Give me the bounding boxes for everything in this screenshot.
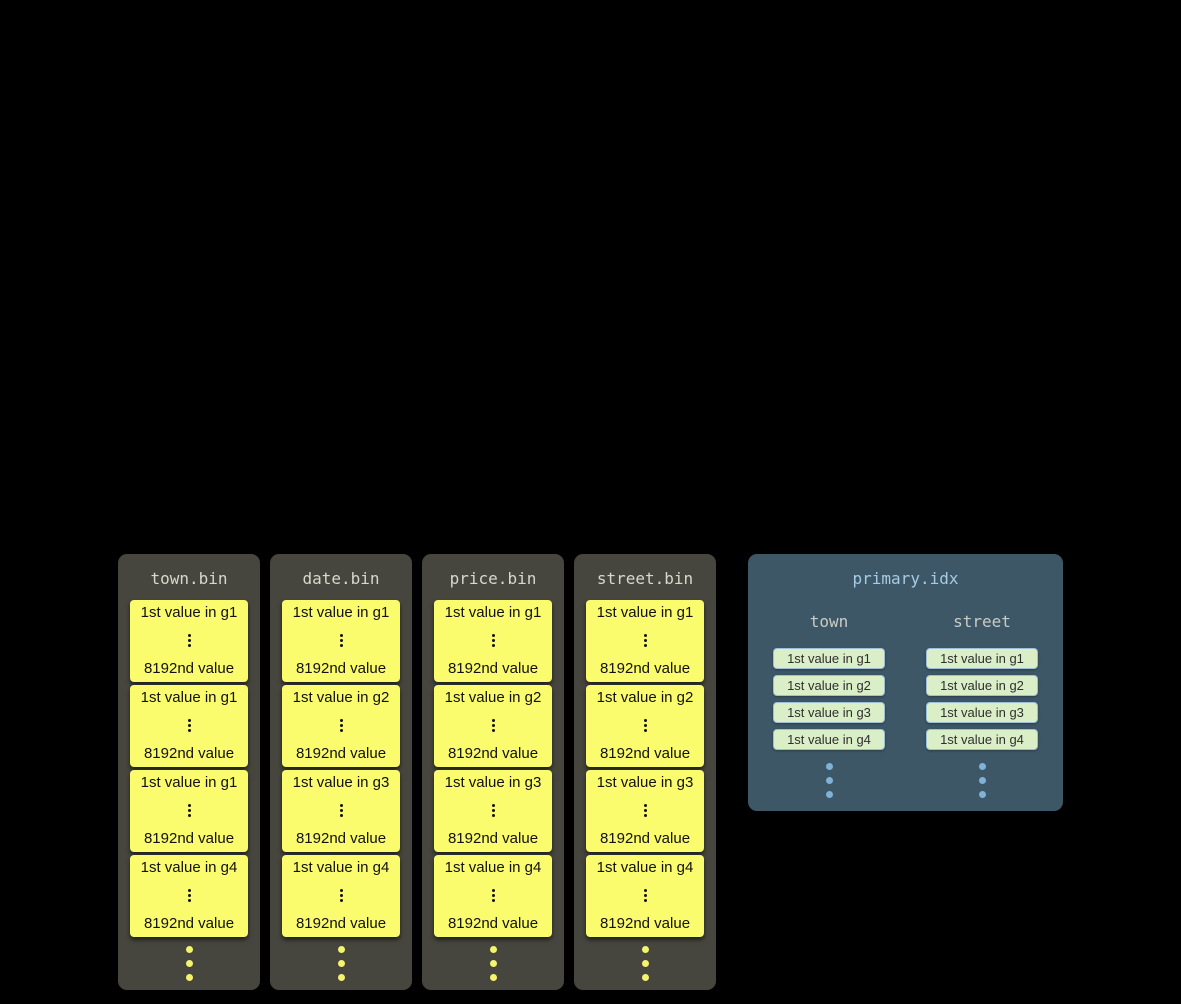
granule-block: 1st value in g1 8192nd value — [434, 600, 552, 682]
granule-block-list: 1st value in g1 8192nd value 1st value i… — [270, 600, 412, 937]
granule-block: 1st value in g4 8192nd value — [586, 855, 704, 937]
vertical-ellipsis-icon — [339, 719, 343, 732]
granule-block: 1st value in g1 8192nd value — [130, 685, 248, 767]
granule-first-value: 1st value in g1 — [292, 604, 390, 621]
granule-last-value: 8192nd value — [295, 830, 387, 847]
index-column-street: street 1st value in g1 1st value in g2 1… — [926, 612, 1038, 798]
granule-block: 1st value in g4 8192nd value — [434, 855, 552, 937]
granule-first-value: 1st value in g2 — [444, 689, 542, 706]
vertical-ellipsis-icon — [643, 634, 647, 647]
granule-last-value: 8192nd value — [295, 915, 387, 932]
granule-block: 1st value in g2 8192nd value — [434, 685, 552, 767]
primary-index-columns: town 1st value in g1 1st value in g2 1st… — [748, 612, 1063, 798]
granule-block-list: 1st value in g1 8192nd value 1st value i… — [422, 600, 564, 937]
granule-last-value: 8192nd value — [295, 745, 387, 762]
vertical-ellipsis-icon — [643, 889, 647, 902]
vertical-ellipsis-icon — [339, 804, 343, 817]
index-entry: 1st value in g1 — [773, 648, 885, 669]
granule-block-list: 1st value in g1 8192nd value 1st value i… — [118, 600, 260, 937]
bin-file-column-street: street.bin 1st value in g1 8192nd value … — [574, 554, 716, 990]
granule-block: 1st value in g3 8192nd value — [586, 770, 704, 852]
granule-last-value: 8192nd value — [599, 660, 691, 677]
granule-block: 1st value in g2 8192nd value — [586, 685, 704, 767]
granule-first-value: 1st value in g1 — [140, 774, 238, 791]
granule-block: 1st value in g2 8192nd value — [282, 685, 400, 767]
granule-block: 1st value in g3 8192nd value — [434, 770, 552, 852]
bin-file-title: price.bin — [449, 569, 537, 588]
vertical-ellipsis-icon — [491, 804, 495, 817]
bin-file-column-date: date.bin 1st value in g1 8192nd value 1s… — [270, 554, 412, 990]
index-column-header: town — [809, 612, 849, 631]
granule-last-value: 8192nd value — [143, 745, 235, 762]
index-column-header: street — [953, 612, 1011, 631]
granule-first-value: 1st value in g4 — [292, 859, 390, 876]
granule-first-value: 1st value in g4 — [596, 859, 694, 876]
granule-first-value: 1st value in g3 — [444, 774, 542, 791]
granule-first-value: 1st value in g2 — [596, 689, 694, 706]
index-entry: 1st value in g2 — [773, 675, 885, 696]
index-entry: 1st value in g1 — [926, 648, 1038, 669]
granule-first-value: 1st value in g2 — [292, 689, 390, 706]
vertical-ellipsis-icon — [491, 889, 495, 902]
more-granules-ellipsis-icon — [118, 946, 260, 981]
index-entry: 1st value in g3 — [926, 702, 1038, 723]
primary-index-panel: primary.idx town 1st value in g1 1st val… — [748, 554, 1063, 811]
granule-first-value: 1st value in g1 — [444, 604, 542, 621]
granule-last-value: 8192nd value — [447, 745, 539, 762]
granule-last-value: 8192nd value — [447, 830, 539, 847]
granule-first-value: 1st value in g1 — [596, 604, 694, 621]
granule-block: 1st value in g1 8192nd value — [130, 770, 248, 852]
bin-file-title: date.bin — [302, 569, 380, 588]
granule-block-list: 1st value in g1 8192nd value 1st value i… — [574, 600, 716, 937]
vertical-ellipsis-icon — [187, 804, 191, 817]
vertical-ellipsis-icon — [491, 634, 495, 647]
granule-block: 1st value in g4 8192nd value — [282, 855, 400, 937]
primary-index-title: primary.idx — [852, 569, 959, 588]
index-entry: 1st value in g2 — [926, 675, 1038, 696]
vertical-ellipsis-icon — [643, 719, 647, 732]
more-entries-ellipsis-icon — [978, 763, 986, 798]
bin-file-column-price: price.bin 1st value in g1 8192nd value 1… — [422, 554, 564, 990]
granule-last-value: 8192nd value — [143, 660, 235, 677]
granule-last-value: 8192nd value — [599, 915, 691, 932]
bin-file-column-town: town.bin 1st value in g1 8192nd value 1s… — [118, 554, 260, 990]
granule-last-value: 8192nd value — [143, 830, 235, 847]
granule-last-value: 8192nd value — [599, 745, 691, 762]
bin-file-title: street.bin — [596, 569, 694, 588]
granule-block: 1st value in g3 8192nd value — [282, 770, 400, 852]
granule-first-value: 1st value in g4 — [140, 859, 238, 876]
granule-first-value: 1st value in g1 — [140, 689, 238, 706]
granule-block: 1st value in g1 8192nd value — [282, 600, 400, 682]
vertical-ellipsis-icon — [643, 804, 647, 817]
more-granules-ellipsis-icon — [422, 946, 564, 981]
granule-last-value: 8192nd value — [447, 660, 539, 677]
vertical-ellipsis-icon — [339, 634, 343, 647]
index-entry: 1st value in g4 — [926, 729, 1038, 750]
bin-file-title: town.bin — [150, 569, 228, 588]
granule-first-value: 1st value in g1 — [140, 604, 238, 621]
index-entry-list: 1st value in g1 1st value in g2 1st valu… — [926, 648, 1038, 750]
granule-first-value: 1st value in g4 — [444, 859, 542, 876]
index-entry: 1st value in g3 — [773, 702, 885, 723]
vertical-ellipsis-icon — [187, 634, 191, 647]
granule-last-value: 8192nd value — [447, 915, 539, 932]
vertical-ellipsis-icon — [187, 719, 191, 732]
granule-block: 1st value in g1 8192nd value — [130, 600, 248, 682]
more-entries-ellipsis-icon — [825, 763, 833, 798]
granule-first-value: 1st value in g3 — [596, 774, 694, 791]
vertical-ellipsis-icon — [491, 719, 495, 732]
granule-last-value: 8192nd value — [295, 660, 387, 677]
granule-block: 1st value in g1 8192nd value — [586, 600, 704, 682]
granule-first-value: 1st value in g3 — [292, 774, 390, 791]
vertical-ellipsis-icon — [187, 889, 191, 902]
granule-block: 1st value in g4 8192nd value — [130, 855, 248, 937]
vertical-ellipsis-icon — [339, 889, 343, 902]
more-granules-ellipsis-icon — [574, 946, 716, 981]
index-entry: 1st value in g4 — [773, 729, 885, 750]
more-granules-ellipsis-icon — [270, 946, 412, 981]
index-entry-list: 1st value in g1 1st value in g2 1st valu… — [773, 648, 885, 750]
granule-last-value: 8192nd value — [143, 915, 235, 932]
granule-last-value: 8192nd value — [599, 830, 691, 847]
index-column-town: town 1st value in g1 1st value in g2 1st… — [773, 612, 885, 798]
